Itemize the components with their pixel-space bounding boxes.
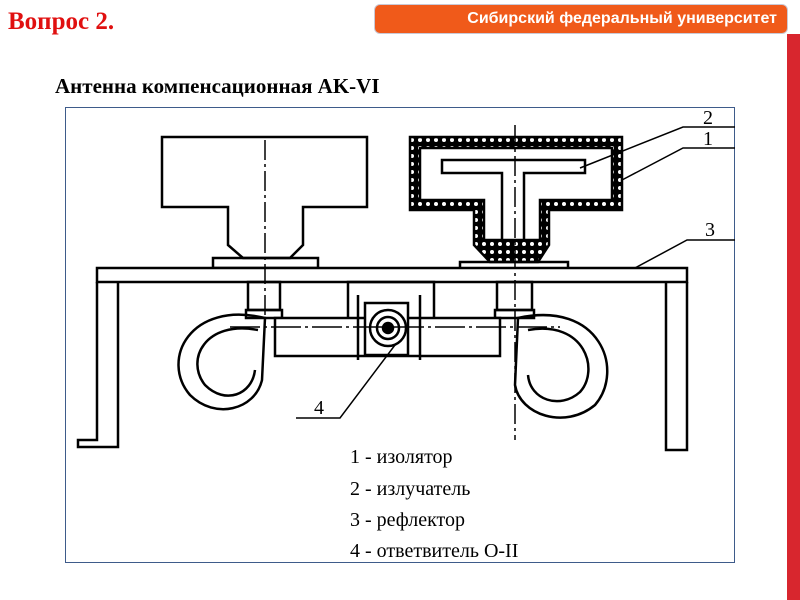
diagram-frame — [65, 107, 735, 563]
legend-item: 3 - рефлектор — [350, 509, 465, 531]
right-accent-bar — [787, 34, 800, 600]
callout-2: 2 — [703, 107, 713, 129]
coupler-ring-outer — [368, 308, 408, 348]
legend-item: 1 - изолятор — [350, 446, 453, 468]
leader-line-1 — [621, 147, 735, 181]
slide-title: Вопрос 2. — [8, 8, 115, 35]
right-loop-inner — [526, 327, 590, 403]
callout-3: 3 — [705, 219, 715, 241]
right-loop — [513, 313, 609, 419]
leader-line-3 — [634, 239, 735, 269]
university-banner: Сибирский федеральный университет — [374, 4, 788, 34]
left-loop — [177, 313, 267, 411]
callout-1: 1 — [703, 128, 713, 150]
left-coupling — [246, 280, 282, 312]
radiator — [440, 158, 587, 242]
left-loop-inner — [196, 327, 259, 397]
legend-item: 4 - ответвитель О-II — [350, 540, 518, 562]
coupler-ring-inner — [375, 315, 401, 341]
coupler-core — [381, 321, 395, 335]
leader-line-4 — [296, 344, 396, 419]
slide-subtitle: Антенна компенсационная AK-VI — [55, 74, 380, 98]
left-leg — [76, 282, 120, 449]
reflector — [95, 266, 689, 284]
sidebar-top — [787, 0, 800, 34]
legend-item: 2 - излучатель — [350, 478, 470, 500]
callout-4: 4 — [314, 397, 324, 419]
right-leg — [664, 282, 689, 452]
leader-line-2 — [579, 126, 735, 169]
